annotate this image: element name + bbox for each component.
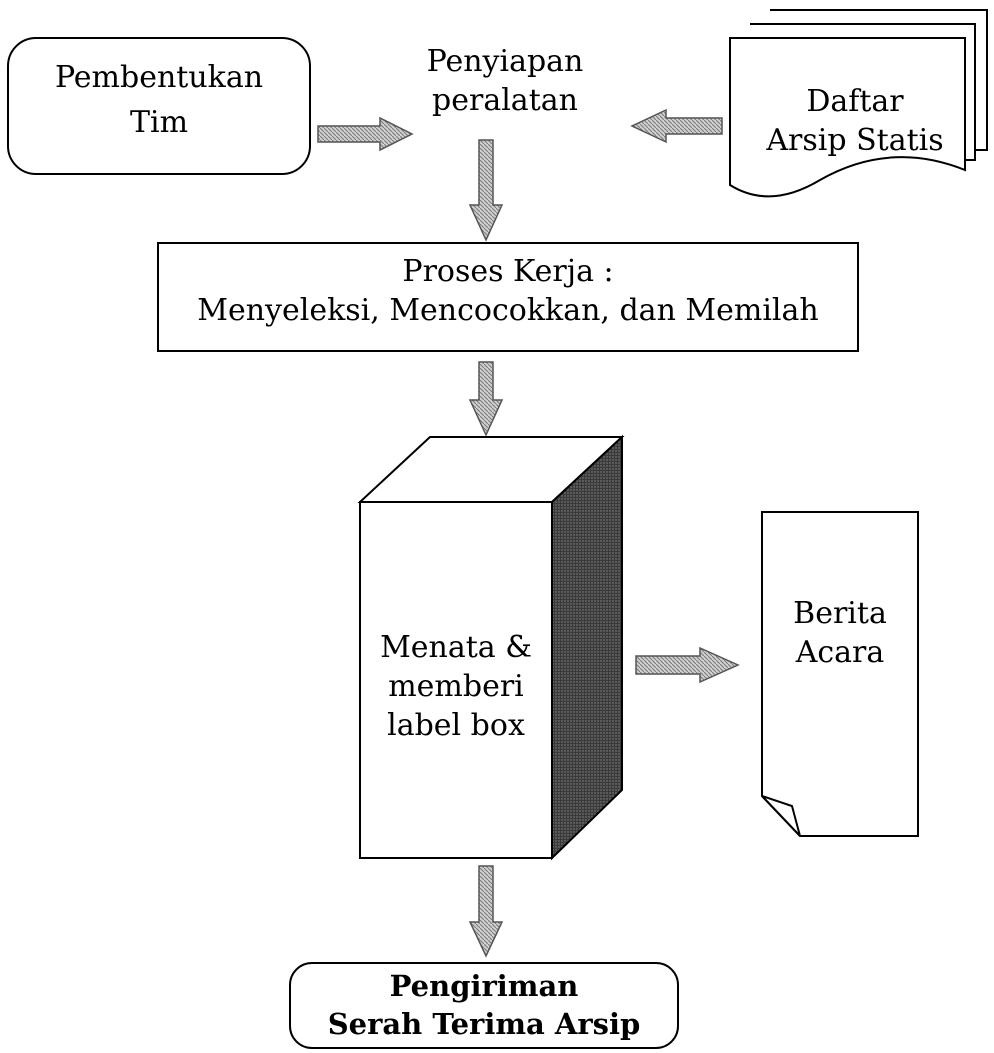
arrow-box-to-delivery-icon <box>468 865 504 958</box>
arrow-equipment-to-process-icon <box>468 139 504 242</box>
static-archive-list-label: Daftar Arsip Statis <box>766 84 944 158</box>
team-formation-node <box>7 37 311 175</box>
delivery-label: Pengiriman Serah Terima Arsip <box>327 969 641 1041</box>
arrow-archive-list-to-equipment-icon <box>630 108 723 144</box>
minutes-label: Berita Acara <box>793 596 887 670</box>
team-formation-label: Pembentukan Tim <box>54 60 264 140</box>
equipment-prep-label: Penyiapan peralatan <box>426 44 584 118</box>
3d-box-icon <box>357 434 625 861</box>
arrow-team-to-equipment-icon <box>317 116 414 152</box>
arrow-box-to-minutes-icon <box>635 646 740 684</box>
box-labeling-label: Menata & memberi label box <box>380 630 532 743</box>
work-process-node <box>157 242 859 352</box>
work-process-label: Proses Kerja : Menyeleksi, Mencocokkan, … <box>197 254 819 328</box>
stacked-documents-icon <box>729 9 988 198</box>
delivery-node <box>289 962 679 1049</box>
folded-corner-document-icon <box>761 511 919 837</box>
arrow-process-to-box-icon <box>468 361 504 437</box>
